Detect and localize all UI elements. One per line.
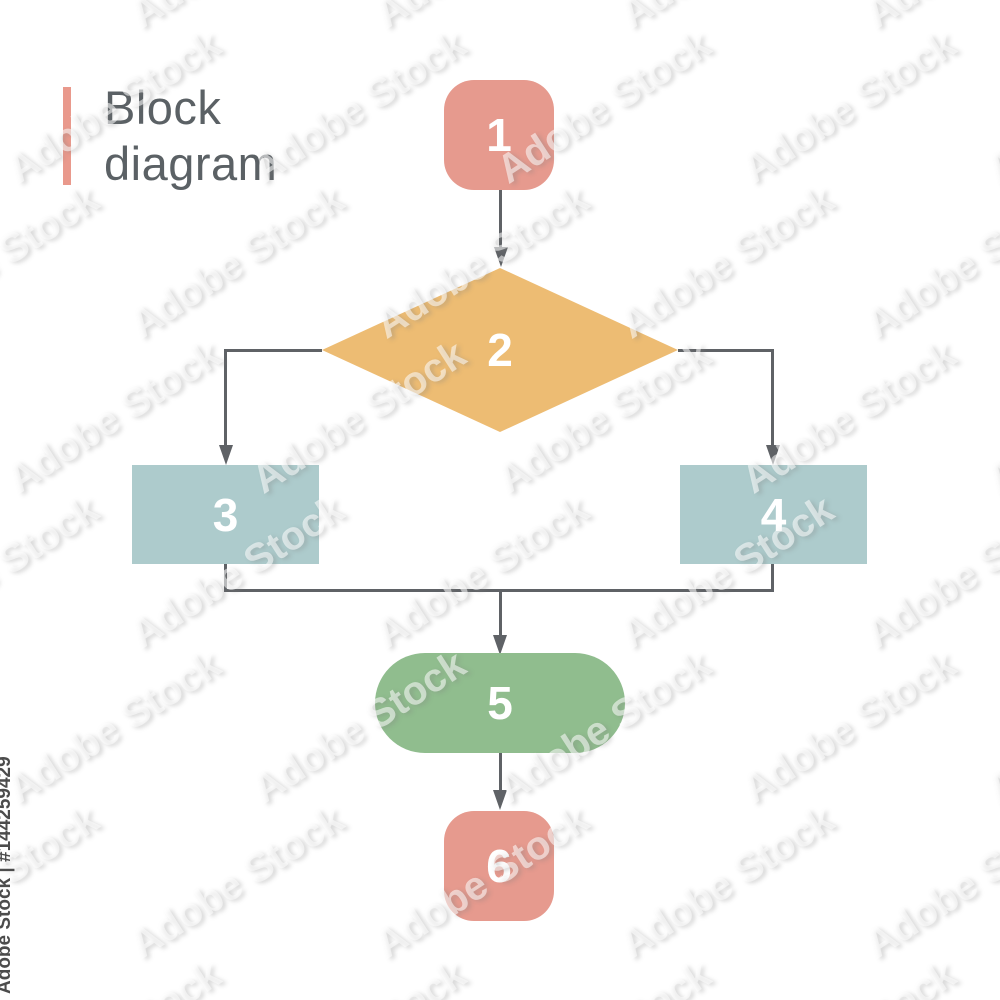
arrowhead-down-icon bbox=[219, 445, 233, 465]
adobe-stock-watermark-text: Adobe Stock bbox=[857, 797, 1000, 968]
adobe-stock-watermark-text: Adobe Stock bbox=[122, 0, 352, 38]
stock-id-watermark: Adobe Stock | #144259429 bbox=[0, 756, 15, 994]
arrowhead-down-icon bbox=[766, 445, 780, 465]
adobe-stock-watermark-text: Adobe Stock bbox=[857, 177, 1000, 348]
connector-line bbox=[224, 564, 227, 592]
adobe-stock-watermark-text: Adobe Stock bbox=[734, 642, 964, 813]
adobe-stock-watermark-text: Adobe Stock bbox=[734, 952, 964, 1000]
node-4-label: 4 bbox=[760, 488, 787, 541]
arrowhead-down-icon bbox=[494, 247, 508, 267]
adobe-stock-watermark-text: Adobe Stock bbox=[612, 797, 842, 968]
adobe-stock-watermark-text: Adobe Stock bbox=[979, 22, 1000, 193]
node-1-label: 1 bbox=[486, 109, 512, 161]
page-title: Block diagram bbox=[104, 81, 278, 190]
adobe-stock-watermark-text: Adobe Stock bbox=[122, 177, 352, 348]
adobe-stock-watermark-text: Adobe Stock bbox=[857, 0, 1000, 38]
adobe-stock-watermark-text: Adobe Stock bbox=[0, 487, 107, 658]
node-2-label: 2 bbox=[487, 324, 513, 376]
connector-line bbox=[678, 349, 774, 352]
connector-line bbox=[771, 349, 774, 445]
adobe-stock-watermark-text: Adobe Stock bbox=[0, 0, 107, 38]
node-6: 6 bbox=[444, 811, 554, 921]
adobe-stock-watermark-text: Adobe Stock bbox=[612, 0, 842, 38]
adobe-stock-watermark-text: Adobe Stock bbox=[367, 0, 597, 38]
adobe-stock-watermark-text: Adobe Stock bbox=[244, 952, 474, 1000]
adobe-stock-watermark-text: Adobe Stock bbox=[0, 177, 107, 348]
node-5-label: 5 bbox=[487, 677, 513, 729]
connector-line bbox=[771, 564, 774, 592]
adobe-stock-watermark-text: Adobe Stock bbox=[0, 642, 229, 813]
connector-line bbox=[224, 349, 322, 352]
adobe-stock-watermark-text: Adobe Stock bbox=[489, 952, 719, 1000]
connector-line bbox=[224, 349, 227, 445]
node-4: 4 bbox=[680, 465, 867, 564]
node-2-decision-diamond: 2 bbox=[322, 268, 678, 432]
node-3: 3 bbox=[132, 465, 319, 564]
adobe-stock-watermark-text: Adobe Stock bbox=[612, 177, 842, 348]
node-5: 5 bbox=[375, 653, 625, 753]
adobe-stock-watermark-text: Adobe Stock bbox=[979, 642, 1000, 813]
adobe-stock-watermark-text: Adobe Stock bbox=[857, 487, 1000, 658]
node-1: 1 bbox=[444, 80, 554, 190]
connector-line bbox=[499, 190, 502, 248]
adobe-stock-watermark-text: Adobe Stock bbox=[979, 332, 1000, 503]
connector-line bbox=[499, 589, 502, 636]
adobe-stock-watermark-text: Adobe Stock bbox=[979, 952, 1000, 1000]
arrowhead-down-icon bbox=[493, 790, 507, 810]
connector-line bbox=[499, 753, 502, 791]
title-accent-bar bbox=[63, 87, 71, 185]
adobe-stock-watermark-text: Adobe Stock bbox=[367, 487, 597, 658]
adobe-stock-watermark-text: Adobe Stock bbox=[734, 22, 964, 193]
adobe-stock-watermark-text: Adobe Stock bbox=[0, 952, 229, 1000]
arrowhead-down-icon bbox=[493, 635, 507, 655]
adobe-stock-watermark-text: Adobe Stock bbox=[122, 797, 352, 968]
adobe-stock-watermark-text: Adobe Stock bbox=[0, 797, 107, 968]
node-3-label: 3 bbox=[212, 488, 239, 541]
node-6-label: 6 bbox=[486, 840, 512, 892]
